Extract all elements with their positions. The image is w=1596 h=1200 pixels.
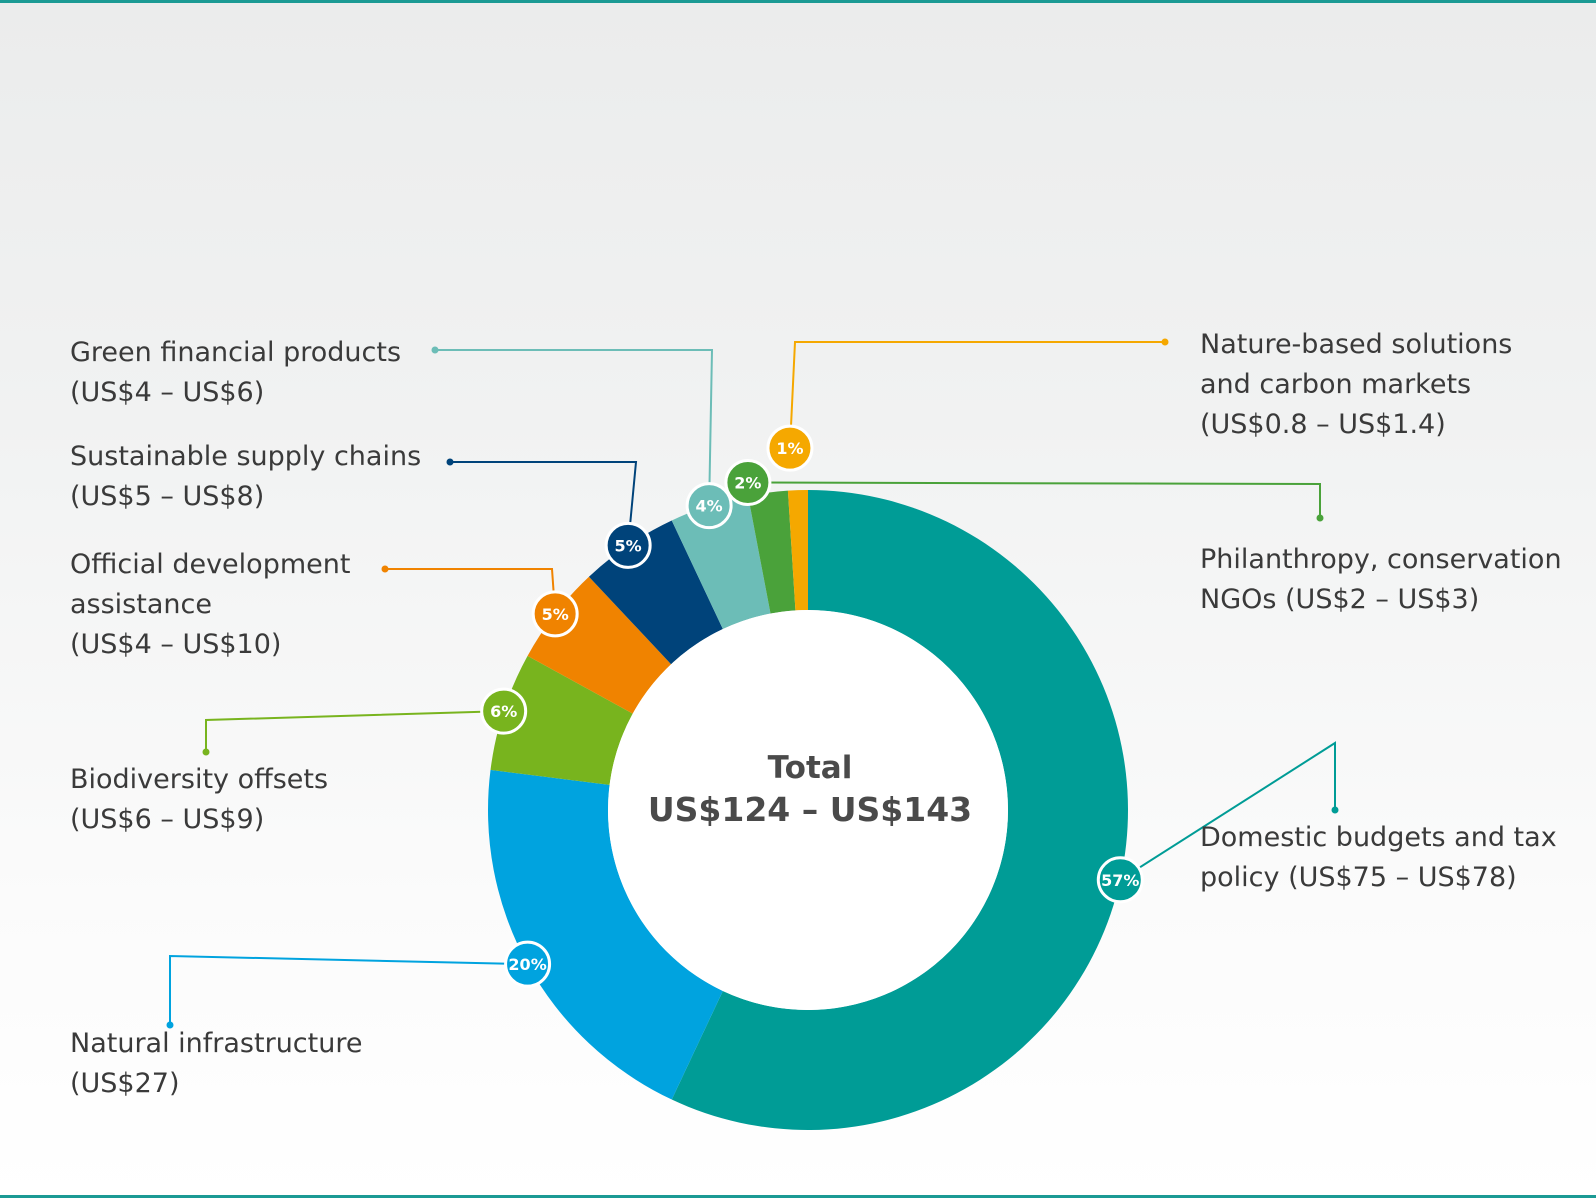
badge-biodiversity-offsets (480, 687, 528, 735)
badge-label-nature-based-solutions-and-carbon-markets: 1% (776, 439, 803, 458)
center-value: US$124 – US$143 (647, 790, 973, 829)
center-label: Total (767, 750, 853, 786)
label-green-financial-products: Green financial products (US$4 – US$6) (70, 337, 402, 408)
badge-natural-infrastructure (504, 940, 552, 988)
leader-dot-natural-infrastructure (166, 1021, 174, 1029)
leader-dot-nature-based-solutions-and-carbon-markets (1161, 338, 1169, 346)
slice-nature-based-solutions-and-carbon-markets (787, 490, 808, 611)
badge-sustainable-supply-chains (604, 521, 652, 569)
badge-label-philanthropy-conservation-ngos: 2% (734, 474, 761, 493)
leader-natural-infrastructure (169, 954, 528, 1025)
slice-domestic-budgets-and-tax-policy (671, 490, 1128, 1130)
badge-label-domestic-budgets-and-tax-policy: 57% (1101, 871, 1139, 890)
badge-label-green-financial-products: 4% (696, 497, 723, 516)
leader-dot-green-financial-products (431, 346, 439, 354)
label-biodiversity-offsets: Biodiversity offsets (US$6 – US$9) (70, 764, 329, 835)
badge-domestic-budgets-and-tax-policy (1096, 856, 1144, 904)
slice-natural-infrastructure (488, 769, 723, 1100)
slice-philanthropy-conservation-ngos (748, 490, 796, 614)
badge-label-official-development-assistance: 5% (542, 605, 569, 624)
badge-nature-based-solutions-and-carbon-markets (766, 424, 814, 472)
leader-dot-sustainable-supply-chains (446, 458, 454, 466)
badge-label-biodiversity-offsets: 6% (490, 702, 517, 721)
leader-dot-domestic-budgets-and-tax-policy (1331, 806, 1339, 814)
badge-label-natural-infrastructure: 20% (508, 955, 546, 974)
label-official-development-assistance: Official development assistance (US$4 – … (70, 549, 351, 660)
leader-official-development-assistance (385, 568, 557, 614)
slice-green-financial-products (671, 495, 771, 630)
badge-label-sustainable-supply-chains: 5% (615, 536, 642, 555)
leader-sustainable-supply-chains (450, 461, 638, 546)
label-philanthropy-ngos: Philanthropy, conservation NGOs (US$2 – … (1200, 544, 1562, 615)
leader-domestic-budgets-and-tax-policy (1119, 741, 1336, 881)
badge-philanthropy-conservation-ngos (724, 459, 772, 507)
percent-badges: 57% 20% 6% 5% 5% 4% 2% 1% (480, 424, 1144, 988)
slice-biodiversity-offsets (490, 655, 633, 785)
leader-dot-philanthropy-conservation-ngos (1316, 514, 1324, 522)
top-rule (0, 0, 1596, 3)
leader-philanthropy-conservation-ngos (747, 481, 1321, 518)
leader-dot-official-development-assistance (381, 565, 389, 573)
donut-hole (608, 610, 1008, 1010)
badge-official-development-assistance (531, 590, 579, 638)
badge-green-financial-products (685, 482, 733, 530)
bottom-rule (0, 1195, 1596, 1198)
leader-nature-based-solutions-and-carbon-markets (788, 341, 1165, 449)
leader-dot-biodiversity-offsets (202, 748, 210, 756)
leader-green-financial-products (435, 349, 714, 506)
label-natural-infrastructure: Natural infrastructure (US$27) (70, 1028, 363, 1099)
leader-lines (166, 338, 1339, 1029)
label-nature-based-solutions: Nature-based solutions and carbon market… (1200, 329, 1513, 440)
label-domestic-budgets: Domestic budgets and tax policy (US$75 –… (1200, 822, 1557, 893)
label-sustainable-supply-chains: Sustainable supply chains (US$5 – US$8) (70, 441, 422, 512)
leader-biodiversity-offsets (205, 710, 504, 752)
